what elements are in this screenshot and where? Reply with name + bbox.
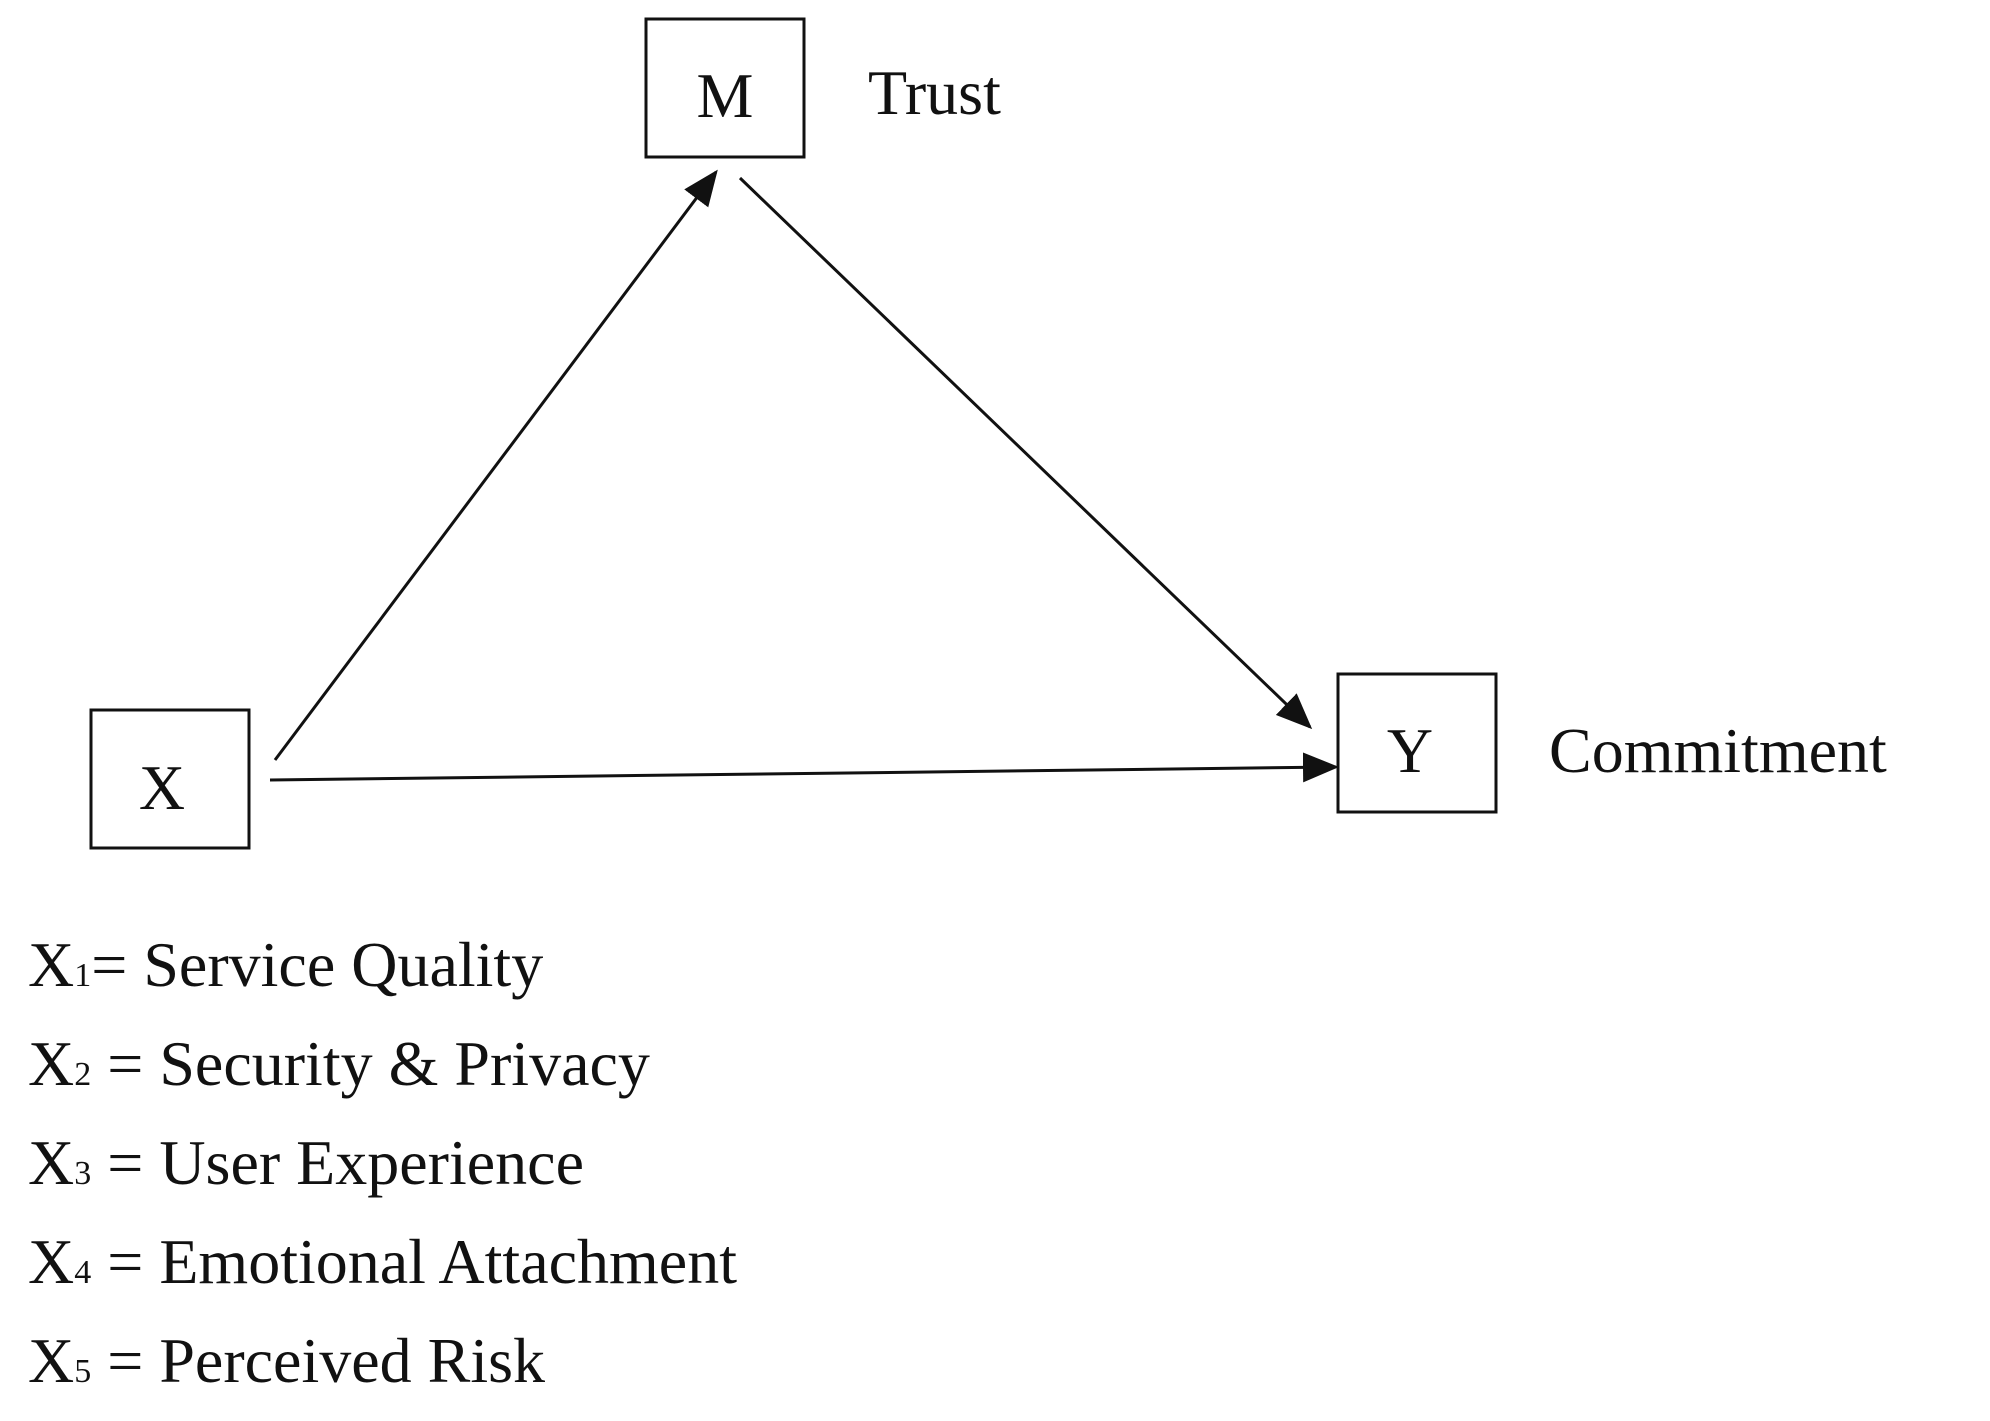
legend-equals: = (91, 1028, 160, 1099)
legend-equals: = (91, 1127, 160, 1198)
legend-item: X2 = Security & Privacy (28, 1014, 737, 1113)
legend-var-letter: X (28, 1226, 75, 1297)
edge-m-to-y (738, 176, 1313, 730)
legend-var-letter: X (28, 1325, 75, 1396)
node-m-name: Trust (868, 57, 1001, 128)
node-m: M Trust (644, 17, 1001, 159)
node-x-box (89, 708, 251, 850)
node-m-box (644, 17, 806, 159)
variable-legend: X1= Service Quality X2 = Security & Priv… (28, 915, 737, 1410)
legend-equals: = (91, 1325, 160, 1396)
legend-var-subscript: 1 (74, 957, 92, 994)
legend-item: X3 = User Experience (28, 1113, 737, 1212)
node-m-letter: M (697, 60, 754, 131)
legend-var-letter: X (28, 929, 75, 1000)
legend-equals: = (91, 1226, 160, 1297)
legend-var-letter: X (28, 1028, 75, 1099)
legend-var-subscript: 3 (74, 1155, 92, 1192)
edge-x-to-y (269, 752, 1339, 783)
node-y: Y Commitment (1336, 672, 1887, 814)
legend-var-subscript: 2 (74, 1056, 92, 1093)
legend-var-letter: X (28, 1127, 75, 1198)
legend-equals: = (91, 929, 144, 1000)
legend-item: X1= Service Quality (28, 915, 737, 1014)
legend-var-label: Emotional Attachment (159, 1226, 737, 1297)
edge-x-to-m (273, 169, 718, 761)
legend-var-subscript: 4 (74, 1254, 92, 1291)
node-y-box (1336, 672, 1498, 814)
node-x-letter: X (139, 752, 185, 823)
legend-var-label: Security & Privacy (159, 1028, 650, 1099)
node-x: X (89, 708, 251, 850)
legend-item: X4 = Emotional Attachment (28, 1212, 737, 1311)
legend-var-label: Perceived Risk (159, 1325, 545, 1396)
node-y-letter: Y (1387, 715, 1433, 786)
legend-var-label: Service Quality (143, 929, 544, 1000)
legend-var-subscript: 5 (74, 1353, 92, 1390)
legend-item: X5 = Perceived Risk (28, 1311, 737, 1410)
legend-var-label: User Experience (159, 1127, 584, 1198)
node-y-name: Commitment (1549, 715, 1887, 786)
